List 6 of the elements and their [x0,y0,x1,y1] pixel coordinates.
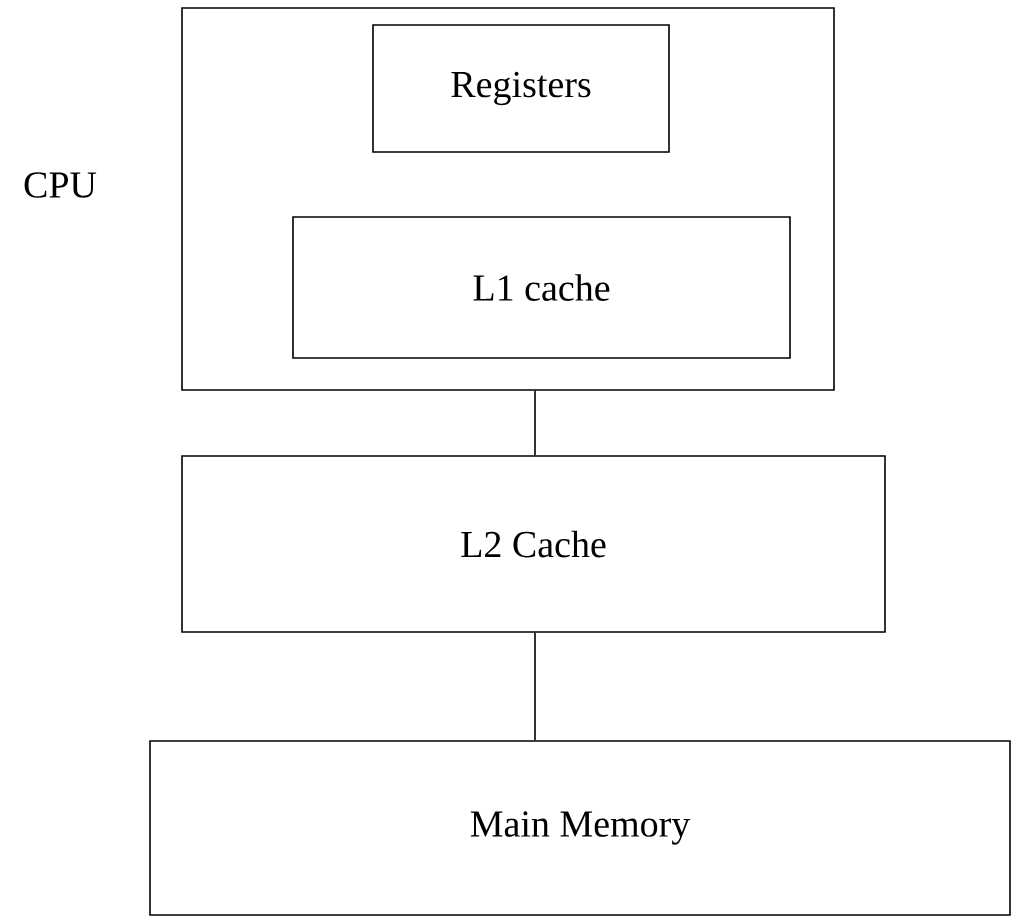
component-box: Main Memory [149,740,1011,916]
component-box: L2 Cache [181,455,886,633]
connector-line [534,390,536,456]
component-box: Registers [372,24,670,153]
component-box: L1 cache [292,216,791,359]
connector-line [534,632,536,741]
